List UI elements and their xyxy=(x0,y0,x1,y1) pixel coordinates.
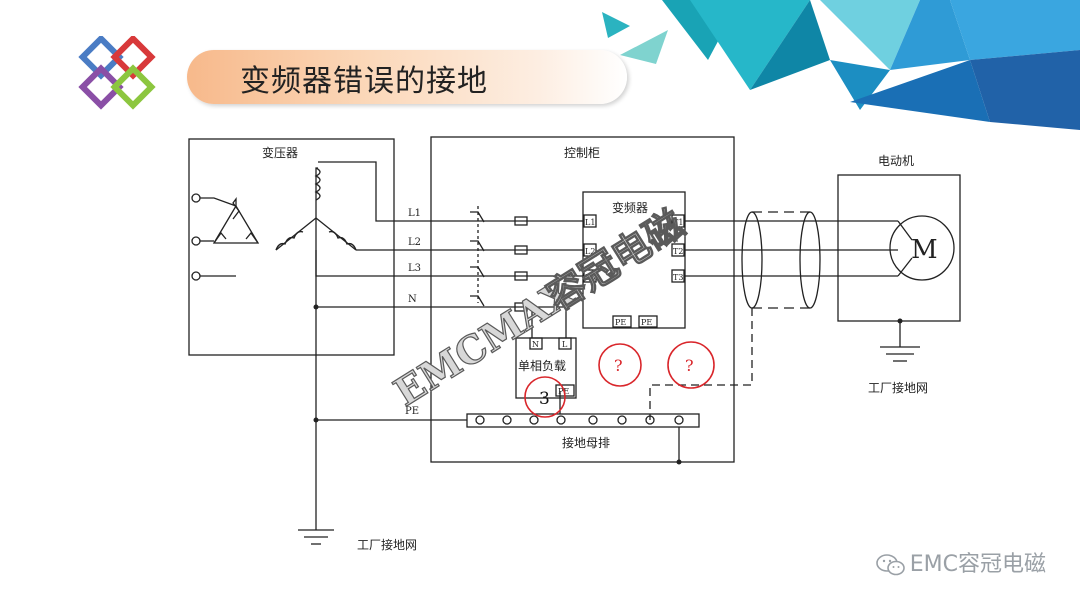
marker-circle-q1 xyxy=(598,343,642,387)
factory-ground-label: 工厂接地网 xyxy=(357,537,417,552)
control-cabinet-box xyxy=(430,136,735,463)
ground-busbar xyxy=(466,413,700,428)
vfd-in-l2: L2 xyxy=(585,247,595,256)
line-label-n: N xyxy=(408,294,417,305)
load-label: 单相负载 xyxy=(518,359,566,373)
vfd-pe-2: PE xyxy=(641,318,652,327)
vfd-out-t3: T3 xyxy=(673,273,683,282)
busbar-label: 接地母排 xyxy=(562,435,610,450)
cabinet-label: 控制柜 xyxy=(564,146,600,160)
vfd-in-l3: L3 xyxy=(585,273,595,282)
wechat-icon xyxy=(875,554,905,576)
credit-text: EMC容冠电磁 xyxy=(909,552,1046,577)
vfd-in-l1: L1 xyxy=(585,218,595,227)
vfd-box xyxy=(582,191,686,329)
marker-q1-label: ? xyxy=(614,356,623,375)
logo-diamonds-icon xyxy=(78,36,156,110)
line-label-l3: L3 xyxy=(408,263,421,274)
load-terminal-n: N xyxy=(532,340,539,349)
marker-circle-3 xyxy=(524,376,566,418)
line-label-pe: PE xyxy=(405,406,419,417)
load-terminal-l: L xyxy=(562,340,568,349)
factory-ground-label-right: 工厂接地网 xyxy=(868,380,928,395)
vfd-label: 变频器 xyxy=(612,200,648,215)
vfd-out-t1: T1 xyxy=(673,218,683,227)
marker-q2-label: ? xyxy=(685,356,694,375)
marker-circle-q2 xyxy=(667,341,715,389)
single-phase-load-box xyxy=(515,337,577,399)
transformer-label: 变压器 xyxy=(262,145,298,160)
line-label-l1: L1 xyxy=(408,208,421,219)
motor-box xyxy=(837,174,961,322)
transformer-box xyxy=(188,138,395,356)
vfd-pe-1: PE xyxy=(615,318,626,327)
title-banner xyxy=(187,50,627,104)
credit-footer: EMC容冠电磁 xyxy=(875,546,1046,578)
motor-symbol: M xyxy=(911,235,938,265)
decorative-polygons xyxy=(602,0,1080,130)
motor-label: 电动机 xyxy=(878,154,914,168)
marker-3-label: 3 xyxy=(539,389,550,409)
vfd-out-t2: T2 xyxy=(673,247,683,256)
watermark-cn: 容冠电磁 xyxy=(539,201,692,320)
line-label-l2: L2 xyxy=(408,237,421,248)
slide-title: 变频器错误的接地 xyxy=(240,64,488,99)
